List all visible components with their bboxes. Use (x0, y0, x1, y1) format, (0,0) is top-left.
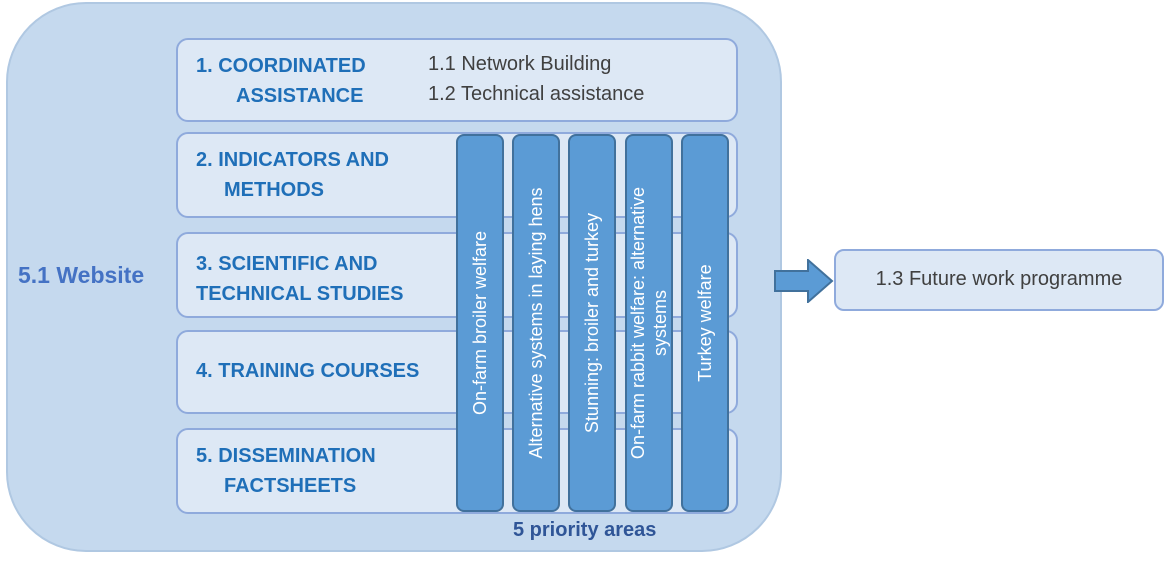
priority-column-broiler: On-farm broiler welfare (456, 134, 504, 512)
row-4-title-line1: 4. TRAINING COURSES (196, 360, 420, 382)
priority-label-stunning: Stunning: broiler and turkey (582, 212, 602, 434)
priority-column-turkey: Turkey welfare (681, 134, 729, 512)
row-5-title-line1: 5. DISSEMINATION (196, 445, 376, 467)
priority-label-broiler: On-farm broiler welfare (470, 230, 490, 416)
future-work-box: 1.3 Future work programme (834, 249, 1164, 311)
row-1-title-line1: 1. COORDINATED (196, 55, 366, 77)
row-2-title-line1: 2. INDICATORS AND (196, 149, 389, 171)
row-coordinated-assistance (176, 38, 738, 122)
priority-column-laying-hens: Alternative systems in laying hens (512, 134, 560, 512)
sub-item-technical-assistance: 1.2 Technical assistance (428, 83, 645, 105)
row-3-title-line2: TECHNICAL STUDIES (196, 283, 404, 305)
priority-column-stunning: Stunning: broiler and turkey (568, 134, 616, 512)
row-2-title-line2: METHODS (224, 179, 324, 201)
sub-item-network-building: 1.1 Network Building (428, 53, 612, 75)
arrow-right-icon (774, 259, 834, 303)
priority-label-rabbit: On-farm rabbit welfare: alternative syst… (628, 186, 670, 460)
priority-label-laying-hens: Alternative systems in laying hens (526, 187, 546, 459)
row-5-title-line2: FACTSHEETS (224, 475, 357, 497)
future-work-label: 1.3 Future work programme (875, 268, 1123, 290)
priority-label-turkey: Turkey welfare (695, 264, 715, 382)
priority-areas-caption: 5 priority areas (513, 519, 657, 541)
row-1-title-line2: ASSISTANCE (236, 85, 364, 107)
priority-column-rabbit: On-farm rabbit welfare: alternative syst… (625, 134, 673, 512)
row-3-title-line1: 3. SCIENTIFIC AND (196, 253, 378, 275)
website-label: 5.1 Website (18, 262, 145, 288)
